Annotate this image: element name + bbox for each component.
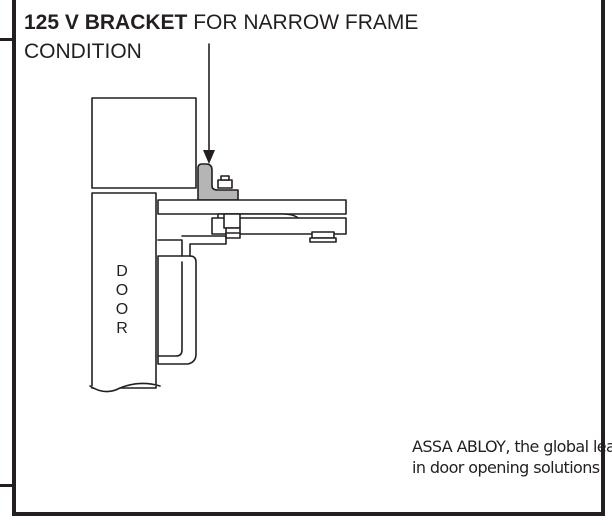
- spindle-block: [223, 213, 241, 229]
- tagline-line-2: in door opening solutions: [412, 458, 600, 477]
- door-letter: R: [116, 320, 128, 337]
- diagram-frame: [12, 0, 605, 516]
- end-bolt-top: [311, 231, 335, 239]
- door-body: [91, 192, 157, 389]
- closer-inner-line: [157, 261, 183, 357]
- title-rest: FOR NARROW FRAME CONDITION: [24, 11, 419, 63]
- company-tagline: ASSA ABLOY, the global leader in door op…: [412, 436, 612, 478]
- door-label: D O O R: [112, 262, 132, 338]
- left-edge-tick-top: [0, 38, 14, 41]
- left-edge-tick-bottom: [0, 484, 14, 487]
- top-plate: [157, 199, 347, 215]
- closer-body: [157, 255, 197, 365]
- bracket-bolt-head: [217, 179, 233, 189]
- main-arm: [211, 217, 347, 235]
- v-bracket: [197, 163, 239, 201]
- tagline-line-1: ASSA ABLOY, the global leader: [412, 437, 612, 456]
- diagram-title: 125 V BRACKET FOR NARROW FRAME CONDITION: [24, 8, 494, 66]
- door-letter: D: [116, 263, 128, 280]
- door-letter: O: [115, 301, 129, 318]
- end-bolt-bottom: [309, 237, 337, 243]
- bracket-bolt-cap: [220, 175, 230, 181]
- lower-arm: [181, 235, 227, 257]
- title-bold: 125 V BRACKET: [24, 11, 188, 34]
- callout-arrowhead: [203, 150, 215, 164]
- closer-neck: [157, 239, 183, 257]
- door-letter: O: [115, 282, 129, 299]
- door-break: [89, 382, 161, 393]
- frame-header: [91, 97, 197, 189]
